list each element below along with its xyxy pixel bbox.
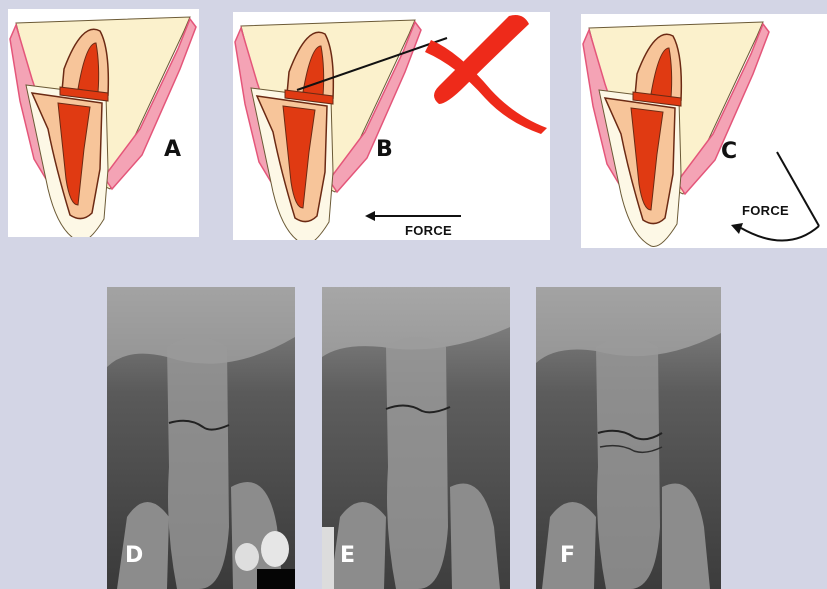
- x-mark-icon: [425, 15, 547, 134]
- left-arrow-icon: [365, 211, 461, 221]
- panel-label-b: B: [376, 137, 393, 162]
- radiograph-label-d: D: [125, 543, 143, 568]
- force-label-b: FORCE: [405, 223, 452, 238]
- radiograph-label-f: F: [560, 543, 575, 568]
- radiograph-label-e: E: [340, 543, 355, 568]
- panel-label-a: A: [164, 137, 181, 162]
- radiograph-f: F: [536, 287, 721, 589]
- radiograph-e: E: [322, 287, 510, 589]
- diagram-panel-a: A: [8, 9, 199, 237]
- force-label-c: FORCE: [742, 203, 789, 218]
- diagram-panel-c: C FORCE: [581, 14, 827, 248]
- panel-label-c: C: [721, 139, 737, 164]
- diagram-panel-b: B FORCE: [233, 12, 550, 240]
- curved-arrow-icon: [731, 152, 819, 241]
- radiograph-d: D: [107, 287, 295, 589]
